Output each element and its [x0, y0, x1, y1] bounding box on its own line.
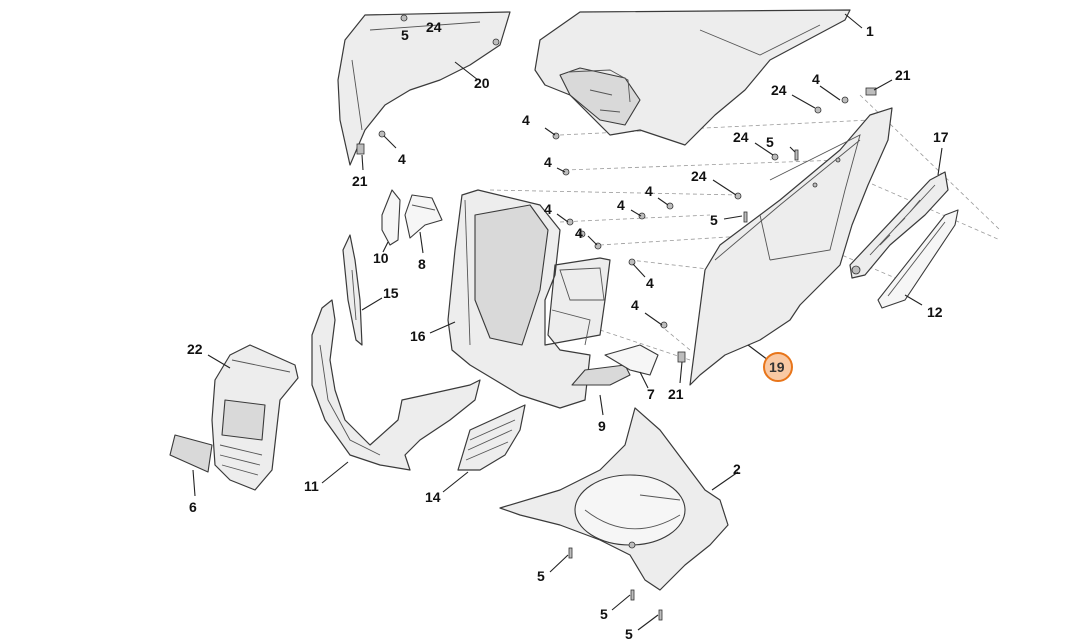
callout-5[interactable]: 5 [766, 134, 774, 150]
callout-4[interactable]: 4 [522, 112, 530, 128]
part-8-lens [404, 194, 443, 239]
part-6-plate [169, 434, 213, 473]
callout-20[interactable]: 20 [474, 75, 490, 91]
part-2-bottom-pan [499, 407, 729, 591]
callout-4[interactable]: 4 [398, 151, 406, 167]
callout-7[interactable]: 7 [647, 386, 655, 402]
callout-5[interactable]: 5 [537, 568, 545, 584]
callout-21[interactable]: 21 [668, 386, 684, 402]
callout-9[interactable]: 9 [598, 418, 606, 434]
callout-21[interactable]: 21 [352, 173, 368, 189]
callout-4[interactable]: 4 [575, 225, 583, 241]
part-1-hood [534, 9, 851, 146]
callout-11[interactable]: 11 [304, 478, 319, 494]
callout-5[interactable]: 5 [625, 626, 633, 642]
part-19-side-panel [689, 107, 893, 386]
callout-4[interactable]: 4 [646, 275, 654, 291]
callout-6[interactable]: 6 [189, 499, 197, 515]
part-17-bracket [849, 171, 949, 279]
callout-5[interactable]: 5 [600, 606, 608, 622]
callout-4[interactable]: 4 [631, 297, 639, 313]
callout-4[interactable]: 4 [812, 71, 820, 87]
part-9-cover [571, 364, 631, 386]
fasteners [356, 14, 877, 621]
part-15-strip [342, 234, 363, 346]
callout-24[interactable]: 24 [426, 19, 442, 35]
part-16-front-frame [447, 189, 611, 409]
callout-24[interactable]: 24 [771, 82, 787, 98]
part-22-grille [211, 344, 299, 491]
callout-12[interactable]: 12 [927, 304, 943, 320]
callout-4[interactable]: 4 [544, 201, 552, 217]
leader-lines [192, 13, 943, 631]
callout-2[interactable]: 2 [733, 461, 741, 477]
part-12-plate [877, 209, 959, 309]
part-14-vent [457, 404, 526, 471]
callout-16[interactable]: 16 [410, 328, 426, 344]
part-11-shroud [311, 299, 481, 471]
callout-22[interactable]: 22 [187, 341, 203, 357]
callout-19[interactable]: 19 [769, 359, 785, 375]
callout-4[interactable]: 4 [617, 197, 625, 213]
callout-4[interactable]: 4 [544, 154, 552, 170]
callout-21[interactable]: 21 [895, 67, 911, 83]
callout-1[interactable]: 1 [866, 23, 874, 39]
callout-19-highlight-circle [763, 352, 793, 382]
callout-labels[interactable]: 1 2 4 4 4 4 4 4 4 4 4 4 4 5 5 5 5 5 5 6 … [187, 19, 949, 642]
callout-5[interactable]: 5 [401, 27, 409, 43]
callout-15[interactable]: 15 [383, 285, 399, 301]
callout-10[interactable]: 10 [373, 250, 389, 266]
part-7-cover [604, 344, 659, 376]
callout-8[interactable]: 8 [418, 256, 426, 272]
callout-24[interactable]: 24 [733, 129, 749, 145]
callout-14[interactable]: 14 [425, 489, 441, 505]
part-10-lens [381, 189, 401, 246]
callout-17[interactable]: 17 [933, 129, 949, 145]
callout-4[interactable]: 4 [645, 183, 653, 199]
callout-24[interactable]: 24 [691, 168, 707, 184]
callout-5[interactable]: 5 [710, 212, 718, 228]
